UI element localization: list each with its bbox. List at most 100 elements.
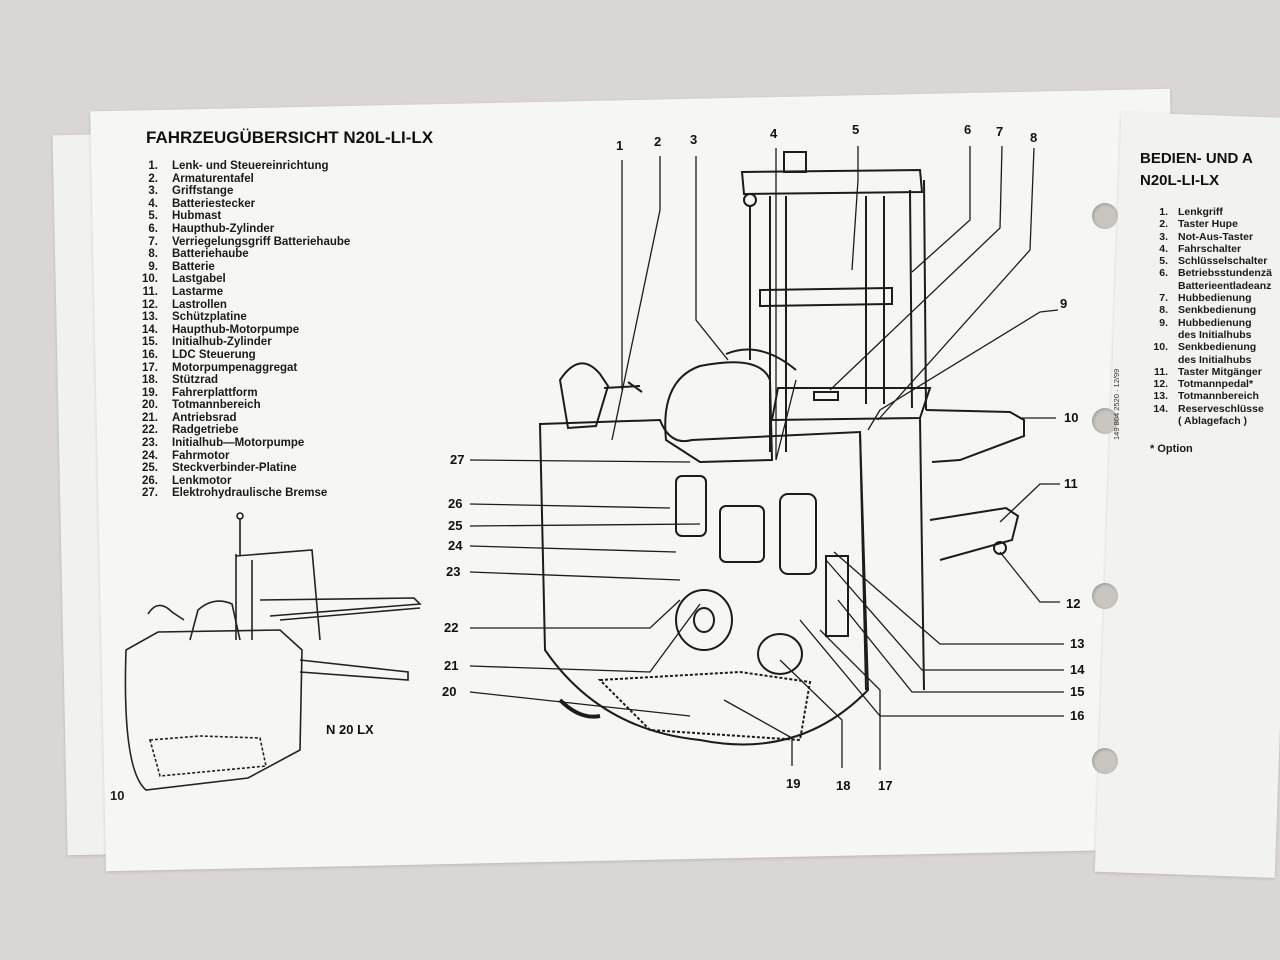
list-item-number: 11. bbox=[1153, 365, 1168, 378]
list-item: 25.Steckverbinder-Platine bbox=[128, 462, 350, 475]
list-item: 7.Verriegelungsgriff Batteriehaube bbox=[128, 236, 350, 249]
list-item: 19.Fahrerplattform bbox=[128, 387, 350, 400]
callout-number: 25 bbox=[448, 518, 462, 533]
list-item-label: Batteriehaube bbox=[172, 248, 249, 261]
callout-number: 15 bbox=[1070, 684, 1084, 699]
callout-number: 23 bbox=[446, 564, 460, 579]
callout-number: 21 bbox=[444, 658, 458, 673]
list-item: 26.Lenkmotor bbox=[128, 475, 350, 488]
list-item-label: Not-Aus-Taster bbox=[1178, 230, 1254, 243]
list-item-number: 11. bbox=[142, 285, 158, 298]
list-item-label: Totmannpedal* bbox=[1178, 378, 1254, 391]
callout-number: 11 bbox=[1064, 476, 1078, 491]
list-item-number: 8. bbox=[1159, 304, 1168, 317]
list-item: 4.Fahrschalter bbox=[1140, 243, 1272, 255]
list-item-number: 12. bbox=[142, 298, 158, 311]
model-label: N 20 LX bbox=[326, 722, 374, 737]
callout-number: 19 bbox=[786, 776, 800, 791]
callout-number: 26 bbox=[448, 496, 462, 511]
list-item-number: 5. bbox=[1159, 255, 1168, 268]
list-item-label: Initialhub-Zylinder bbox=[172, 336, 272, 349]
list-item: 2. Taster Hupe bbox=[1140, 218, 1272, 230]
callout-number: 10 bbox=[1064, 410, 1078, 425]
list-item: 22. Radgetriebe bbox=[128, 424, 350, 437]
callout-number: 27 bbox=[450, 452, 464, 467]
callout-number: 3 bbox=[690, 132, 697, 147]
list-item-label: Lenkgriff bbox=[1178, 206, 1223, 218]
list-item-label: Senkbedienung bbox=[1178, 304, 1257, 317]
list-item-number: 24. bbox=[142, 449, 158, 462]
right-page-title: BEDIEN- UND A bbox=[1140, 150, 1253, 167]
list-item-label: Lastrollen bbox=[172, 298, 227, 311]
callout-number: 24 bbox=[448, 538, 463, 553]
list-item-number: 2. bbox=[1159, 218, 1168, 231]
callout-number: 7 bbox=[996, 124, 1003, 139]
list-item-label: Senkbedienung bbox=[1178, 341, 1257, 354]
list-item-number: 8. bbox=[148, 248, 158, 261]
list-item-label: Batterieentladeanz bbox=[1178, 279, 1272, 292]
right-page-subtitle: N20L-LI-LX bbox=[1140, 172, 1220, 189]
list-item-number: 7. bbox=[1159, 292, 1168, 305]
list-item: Batterieentladeanz bbox=[1140, 280, 1272, 292]
list-item-label: Totmannbereich bbox=[1178, 390, 1259, 403]
binder-hole bbox=[1092, 408, 1118, 434]
list-item: 27.Elektrohydraulische Bremse bbox=[128, 487, 350, 500]
page-title: FAHRZEUGÜBERSICHT N20L-LI-LX bbox=[146, 128, 434, 147]
list-item: 18.Stützrad bbox=[128, 374, 350, 387]
list-item-label: Batteriestecker bbox=[172, 197, 256, 210]
list-item-label: Taster Hupe bbox=[1178, 218, 1238, 231]
callout-number: 6 bbox=[964, 122, 971, 137]
list-item-label: Griffstange bbox=[172, 185, 234, 198]
list-item: des Initialhubs bbox=[1140, 329, 1272, 341]
list-item-number: 6. bbox=[148, 222, 158, 235]
callout-number: 5 bbox=[852, 122, 859, 137]
list-item-number: 19. bbox=[142, 386, 158, 399]
list-item-label: Lenkmotor bbox=[172, 474, 232, 487]
list-item-number: 5. bbox=[148, 210, 158, 223]
list-item-label: Radgetriebe bbox=[172, 424, 239, 437]
list-item-label: Hubmast bbox=[172, 210, 222, 223]
list-item-label: Lastgabel bbox=[172, 273, 226, 286]
list-item-number: 14. bbox=[1153, 402, 1168, 415]
list-item: 7. Hubbedienung bbox=[1140, 292, 1272, 304]
list-item: 3.Not-Aus-Taster bbox=[1140, 231, 1272, 243]
callout-number: 17 bbox=[878, 778, 892, 793]
list-item: 8. Senkbedienung bbox=[1140, 304, 1272, 316]
list-item: des Initialhubs bbox=[1140, 354, 1272, 366]
list-item: 9.Batterie bbox=[128, 261, 350, 274]
list-item: 21.Antriebsrad bbox=[128, 412, 350, 425]
list-item-number: 2. bbox=[148, 172, 158, 185]
list-item-label: Haupthub-Motorpumpe bbox=[172, 323, 300, 336]
list-item-label: Hubbedienung bbox=[1178, 316, 1252, 329]
list-item-number: 10. bbox=[142, 273, 158, 286]
list-item: 10. Lastgabel bbox=[128, 273, 350, 286]
list-item-label: Hubbedienung bbox=[1178, 292, 1252, 305]
list-item-number: 20. bbox=[142, 399, 158, 412]
list-item-number: 12. bbox=[1153, 378, 1168, 391]
list-item: ( Ablagefach ) bbox=[1140, 415, 1272, 427]
list-item-number: 22. bbox=[142, 424, 158, 437]
list-item-number: 15. bbox=[142, 336, 158, 349]
list-item-label: Elektrohydraulische Bremse bbox=[172, 487, 328, 500]
list-item: 3.Griffstange bbox=[128, 185, 350, 198]
list-item-label: ( Ablagefach ) bbox=[1178, 415, 1248, 428]
list-item-number: 6. bbox=[1159, 267, 1168, 280]
callout-number: 8 bbox=[1030, 130, 1037, 145]
list-item-number: 25. bbox=[142, 462, 158, 475]
binder-hole bbox=[1092, 748, 1118, 774]
callout-number: 4 bbox=[770, 126, 778, 141]
list-item-label: Verriegelungsgriff Batteriehaube bbox=[172, 235, 351, 248]
callout-number: 13 bbox=[1070, 636, 1084, 651]
list-item-label: Fahrschalter bbox=[1178, 242, 1242, 255]
list-item: 14.Haupthub-Motorpumpe bbox=[128, 324, 350, 337]
list-item: 8. Batteriehaube bbox=[128, 248, 350, 261]
list-item: 1.Lenkgriff bbox=[1140, 206, 1272, 218]
list-item-label: Lastarme bbox=[172, 285, 224, 298]
list-item: 12. Lastrollen bbox=[128, 299, 350, 312]
list-item-number: 9. bbox=[1159, 316, 1168, 329]
callout-number: 2 bbox=[654, 134, 661, 149]
list-item-number: 23. bbox=[142, 437, 158, 450]
